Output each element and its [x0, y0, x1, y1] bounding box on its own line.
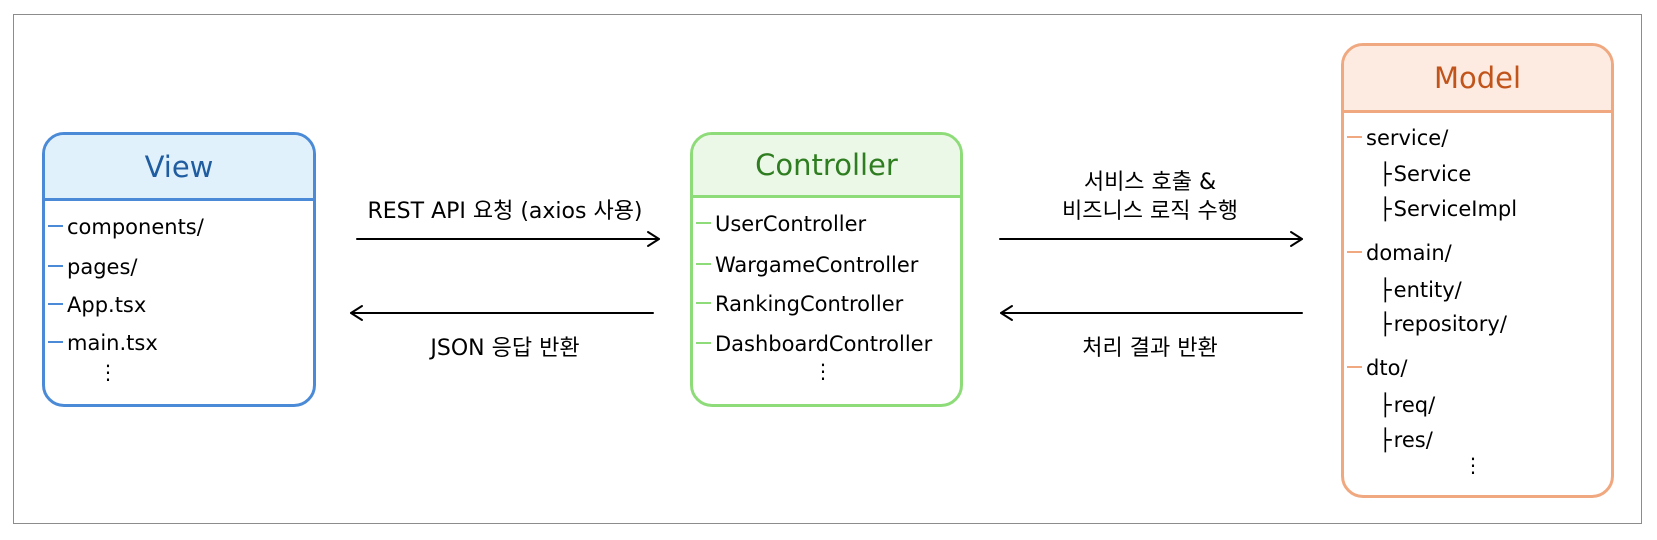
- tree-branch-icon: ├: [1379, 197, 1392, 221]
- tree-branch-icon: ├: [1379, 393, 1392, 417]
- arrow-model-to-controller: [1000, 305, 1303, 321]
- model-group: dto/: [1347, 356, 1408, 380]
- more-ellipsis-icon: ⋮: [1463, 453, 1483, 477]
- tree-branch-icon: ├: [1379, 278, 1392, 302]
- dash-icon: [696, 302, 711, 304]
- view-item: pages/: [48, 255, 137, 279]
- arrow-view-to-controller: [356, 231, 660, 247]
- model-group: service/: [1347, 126, 1448, 150]
- dash-icon: [696, 222, 711, 224]
- arrow-controller-to-view: [350, 305, 654, 321]
- view-item: App.tsx: [48, 293, 146, 317]
- dash-icon: [1347, 366, 1362, 368]
- more-ellipsis-icon: ⋮: [813, 359, 833, 383]
- dash-icon: [1347, 251, 1362, 253]
- model-subitem: ├req/: [1379, 393, 1436, 417]
- controller-item: UserController: [696, 212, 866, 236]
- model-title: Model: [1344, 46, 1611, 113]
- tree-branch-icon: ├: [1379, 428, 1392, 452]
- arrow-controller-to-model: [999, 231, 1303, 247]
- label-business-logic: 비즈니스 로직 수행: [1062, 199, 1238, 224]
- model-box: Model service/ ├Service ├ServiceImpl dom…: [1341, 43, 1614, 498]
- controller-item: RankingController: [696, 292, 903, 316]
- model-subitem: ├res/: [1379, 428, 1433, 452]
- model-subitem: ├entity/: [1379, 278, 1462, 302]
- view-item: main.tsx: [48, 331, 158, 355]
- label-json-response: JSON 응답 반환: [430, 336, 580, 361]
- model-group: domain/: [1347, 241, 1452, 265]
- view-box: View components/ pages/ App.tsx main.tsx…: [42, 132, 316, 407]
- dash-icon: [696, 342, 711, 344]
- dash-icon: [48, 303, 63, 305]
- controller-box: Controller UserController WargameControl…: [690, 132, 963, 407]
- controller-title: Controller: [693, 135, 960, 198]
- label-rest-api-request: REST API 요청 (axios 사용): [367, 199, 643, 224]
- view-title: View: [45, 135, 313, 201]
- diagram-frame: [13, 14, 1642, 524]
- view-item: components/: [48, 215, 204, 239]
- dash-icon: [48, 265, 63, 267]
- label-processing-result: 처리 결과 반환: [1082, 336, 1218, 361]
- model-subitem: ├Service: [1379, 162, 1472, 186]
- tree-branch-icon: ├: [1379, 312, 1392, 336]
- tree-branch-icon: ├: [1379, 162, 1392, 186]
- controller-item: DashboardController: [696, 332, 932, 356]
- dash-icon: [48, 225, 63, 227]
- dash-icon: [1347, 136, 1362, 138]
- controller-item: WargameController: [696, 253, 918, 277]
- model-subitem: ├repository/: [1379, 312, 1507, 336]
- more-ellipsis-icon: ⋮: [98, 360, 118, 384]
- dash-icon: [48, 341, 63, 343]
- model-subitem: ├ServiceImpl: [1379, 197, 1518, 221]
- label-service-call: 서비스 호출 &: [1083, 170, 1217, 195]
- dash-icon: [696, 263, 711, 265]
